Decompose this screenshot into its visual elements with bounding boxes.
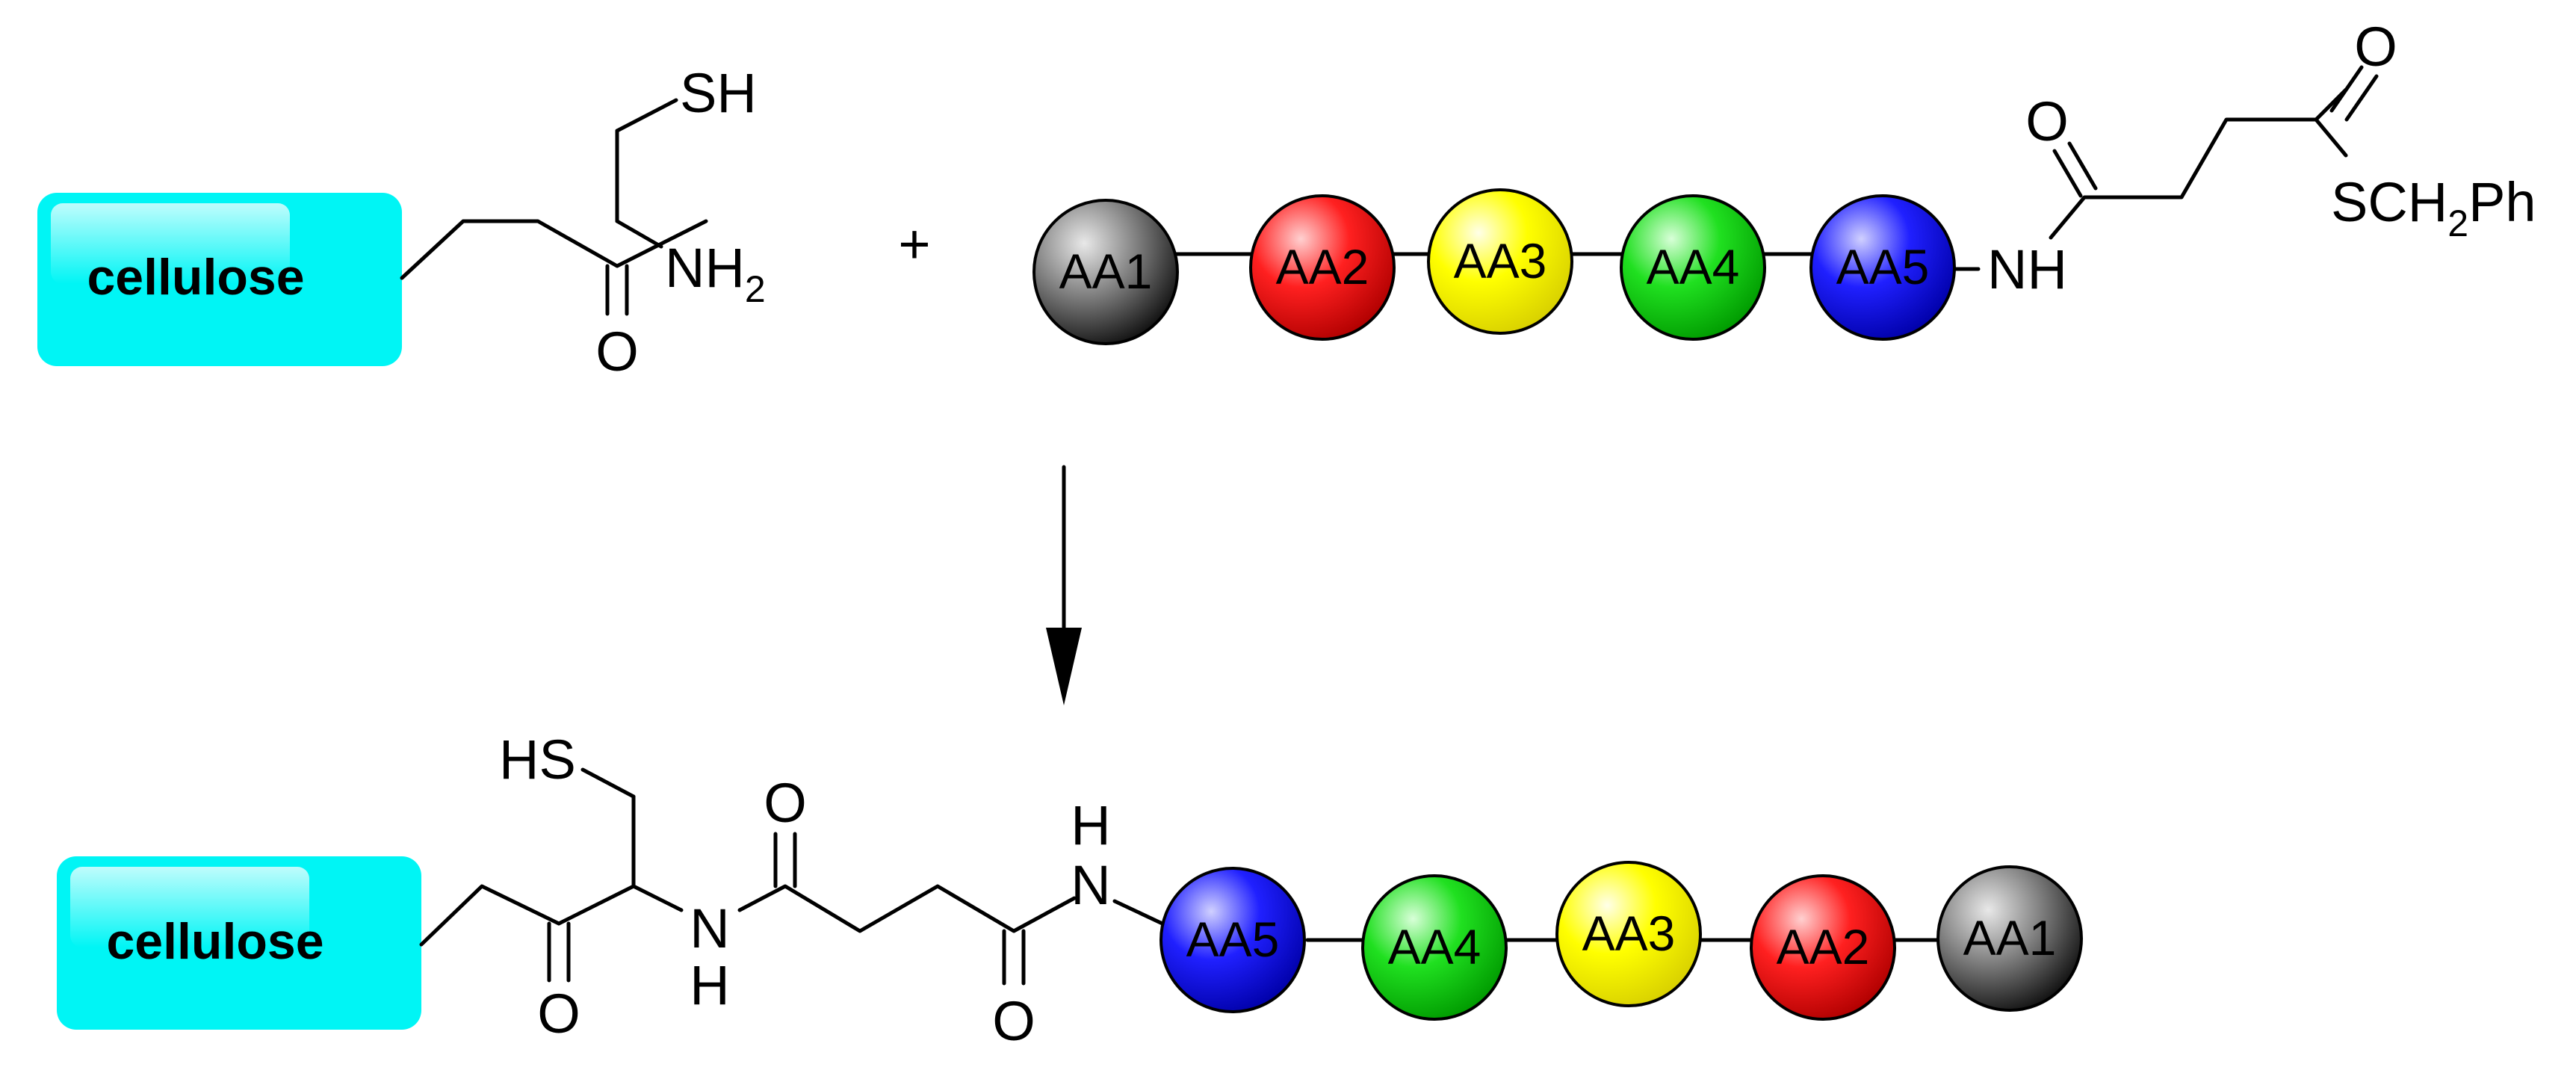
- bead-label: AA5: [1186, 912, 1280, 967]
- bead-aa1: AA1: [1032, 199, 1179, 345]
- bead-circle: [1750, 874, 1896, 1021]
- bead-label: AA1: [1059, 244, 1153, 299]
- bead-circle: [1159, 867, 1306, 1013]
- bead-circle: [1555, 861, 1702, 1007]
- bead-label: AA4: [1647, 239, 1740, 294]
- reaction-arrow: [1046, 465, 1082, 705]
- bead-circle: [1427, 188, 1573, 335]
- bead-circle: [1361, 874, 1508, 1021]
- bead-label: AA1: [1963, 910, 2057, 965]
- thiol-label: SH: [680, 62, 757, 124]
- amide1-n-label: N: [690, 897, 729, 959]
- bead-aa2: AA2: [1750, 874, 1896, 1021]
- cellulose-label-product: cellulose: [106, 913, 323, 970]
- cellulose-support-top: cellulose: [37, 193, 402, 366]
- bead-aa3: AA3: [1427, 188, 1573, 335]
- amide2-oxygen-label: O: [992, 990, 1035, 1052]
- bead-circle: [1620, 194, 1766, 341]
- cellulose-label: cellulose: [87, 249, 304, 306]
- cysteine-skeleton: [400, 98, 708, 316]
- bead-aa4: AA4: [1361, 874, 1508, 1021]
- thioester-oxygen-label: O: [2354, 16, 2397, 78]
- bead-label: AA2: [1777, 919, 1870, 974]
- bead-circle: [1936, 865, 2083, 1012]
- bead-circle: [1249, 194, 1396, 341]
- amide2-n-label: N: [1071, 854, 1110, 916]
- amide1-oxygen-label: O: [764, 772, 807, 834]
- amine-label: NH2: [665, 237, 766, 310]
- bead-aa5: AA5: [1159, 867, 1306, 1013]
- amide1-h-label: H: [690, 954, 729, 1016]
- thioester-group-label: SCH2Ph: [2331, 171, 2536, 244]
- amide2-h-label: H: [1071, 794, 1110, 856]
- cellulose-support-bottom: cellulose: [57, 856, 421, 1030]
- bead-aa2: AA2: [1249, 194, 1396, 341]
- bead-aa1: AA1: [1936, 865, 2083, 1012]
- bead-label: AA4: [1388, 919, 1481, 974]
- bead-label: AA3: [1454, 233, 1547, 288]
- bead-circle: [1809, 194, 1956, 341]
- carbonyl-oxygen-label: O: [595, 321, 639, 383]
- bead-label: AA3: [1582, 906, 1676, 961]
- bead-chain-top: AA1 AA2 AA3 AA4 AA5: [1032, 188, 1956, 345]
- bead-aa3: AA3: [1555, 861, 1702, 1007]
- amide-nh-label: NH: [1987, 238, 2067, 300]
- succinyl-linker: [2049, 65, 2379, 240]
- plus-sign: +: [898, 213, 930, 275]
- reactant-left: cellulose SH NH2 O: [37, 62, 766, 383]
- reactant-right: AA1 AA2 AA3 AA4 AA5 NH O O SCH2Ph: [1032, 16, 2536, 345]
- product-thiol-label: HS: [499, 729, 576, 791]
- bead-label: AA2: [1276, 239, 1369, 294]
- amide-oxygen-label: O: [2025, 90, 2069, 152]
- bead-circle: [1032, 199, 1179, 345]
- bead-label: AA5: [1836, 239, 1930, 294]
- product-ketone-oxygen-label: O: [537, 983, 580, 1045]
- bead-aa4: AA4: [1620, 194, 1766, 341]
- bead-chain-bottom: AA5 AA4 AA3 AA2 AA1: [1159, 861, 2083, 1021]
- bead-aa5: AA5: [1809, 194, 1956, 341]
